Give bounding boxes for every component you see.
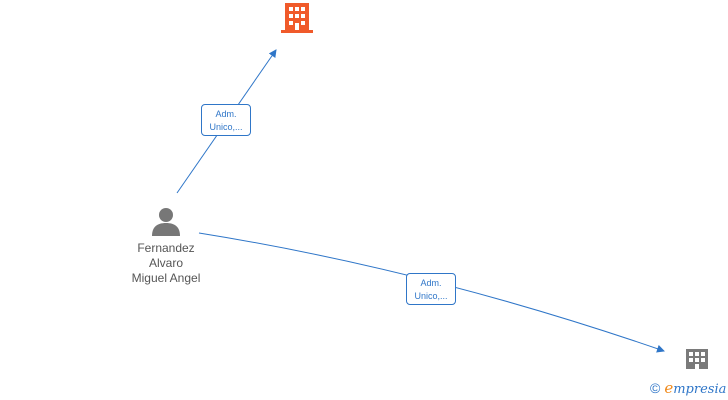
edge-label-line-1: Adm. <box>420 278 442 288</box>
company-top-building-icon[interactable] <box>281 3 313 33</box>
brand-watermark: ©empresia <box>650 380 726 398</box>
person-name-line-2: Alvaro <box>148 256 183 270</box>
edge-label-line-1: Adm. <box>215 109 237 119</box>
brand-rest: mpresia <box>673 382 727 397</box>
edge-label-company-top: Adm. Unico,... <box>201 104 251 136</box>
copyright-symbol: © <box>650 380 661 396</box>
person-name-line-1: Fernandez <box>137 241 195 255</box>
person-name-line-3: Miguel Angel <box>131 271 201 285</box>
edge-label-line-2: Unico,... <box>209 122 243 132</box>
person-icon[interactable] <box>152 208 180 236</box>
person-name[interactable]: Fernandez Alvaro Miguel Angel <box>106 241 226 286</box>
brand-first-letter: e <box>664 379 674 397</box>
company-bottom-building-icon[interactable] <box>686 349 708 369</box>
edge-label-line-2: Unico,... <box>414 291 448 301</box>
edge-label-company-bottom: Adm. Unico,... <box>406 273 456 305</box>
